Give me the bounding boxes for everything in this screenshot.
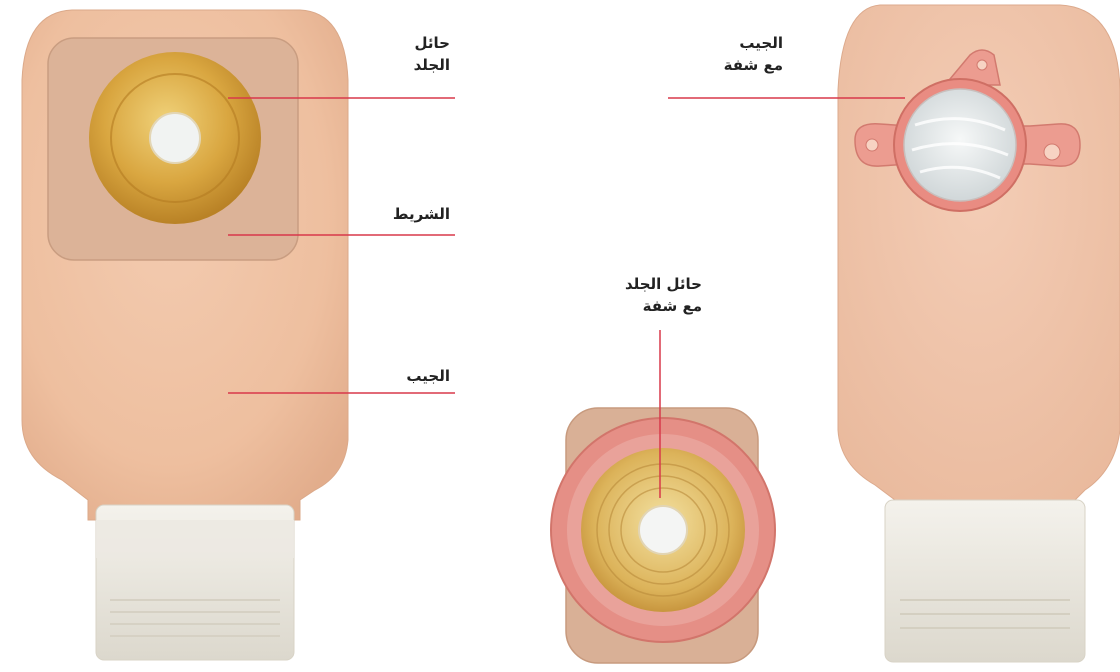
label-barrier-flange-line2: مع شفة [625,295,702,317]
label-pouch-text: الجيب [406,365,450,387]
barrier-stoma-opening [639,506,687,554]
label-tape-text: الشريط [393,203,450,225]
stoma-opening [150,113,200,163]
label-skin-barrier-line2: الجلد [414,54,450,76]
pouch-front-view [22,10,348,660]
label-skin-barrier-line1: حائل [414,32,450,54]
label-barrier-flange-line1: حائل الجلد [625,273,702,295]
flange-tab-hole-left [866,139,878,151]
label-tape: الشريط [393,203,450,225]
label-skin-barrier-with-flange: حائل الجلد مع شفة [625,273,702,317]
label-skin-barrier: حائل الجلد [414,32,450,76]
pouch-with-flange [838,5,1120,662]
label-pouch: الجيب [406,365,450,387]
label-pouch-flange-line1: الجيب [724,32,783,54]
label-pouch-with-flange: الجيب مع شفة [724,32,783,76]
outlet-clip-band [96,520,294,558]
label-pouch-flange-line2: مع شفة [724,54,783,76]
flanged-skin-barrier [551,408,775,663]
flange-tab-hole-top [977,60,987,70]
flange-tab-hole-right [1044,144,1060,160]
back-outlet-clip [885,500,1085,662]
